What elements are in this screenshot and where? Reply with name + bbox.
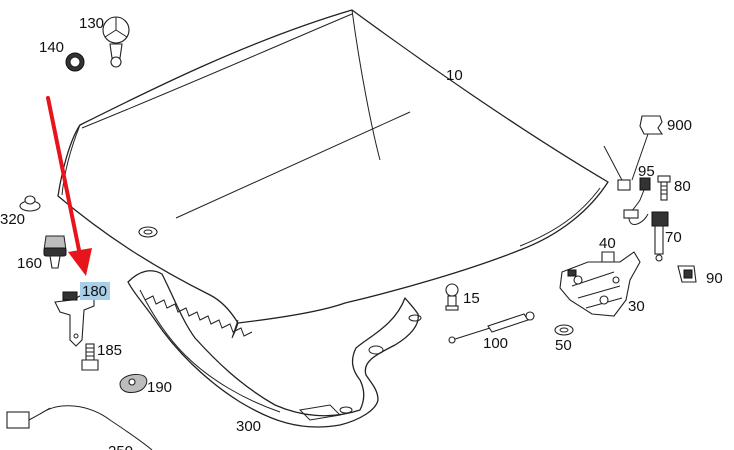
- release-cable: [6, 405, 153, 450]
- label-900: 900: [667, 117, 692, 134]
- nut-50: [554, 324, 574, 336]
- label-160: 160: [17, 255, 42, 272]
- label-190: 190: [147, 379, 172, 396]
- label-50: 50: [555, 337, 572, 354]
- label-95: 95: [638, 163, 655, 180]
- red-pointer-arrow: [46, 96, 92, 276]
- wire-harness-95: [623, 177, 651, 225]
- label-30: 30: [628, 298, 645, 315]
- label-185: 185: [97, 342, 122, 359]
- emblem-ring: [65, 52, 85, 72]
- latch-bracket: [54, 291, 95, 347]
- label-140: 140: [39, 39, 64, 56]
- label-10: 10: [446, 67, 463, 84]
- label-15: 15: [463, 290, 480, 307]
- label-300: 300: [236, 418, 261, 435]
- connector-90: [677, 265, 697, 283]
- star-emblem: [102, 16, 130, 68]
- label-320: 320: [0, 211, 25, 228]
- hood-panel: [57, 9, 609, 339]
- label-40: 40: [599, 235, 616, 252]
- bolt-80: [657, 175, 671, 201]
- cable-tie-900: [603, 115, 664, 191]
- hood-hinge: [559, 251, 641, 317]
- hood-insulation-mat: [127, 270, 422, 428]
- label-180-highlight: [80, 282, 110, 300]
- hood-buffer: [43, 235, 67, 269]
- rubber-bumper: [19, 195, 41, 212]
- ball-stud-15: [445, 283, 459, 311]
- label-70: 70: [665, 229, 682, 246]
- label-100: 100: [483, 335, 508, 352]
- bolt-185: [81, 343, 99, 371]
- label-130: 130: [79, 15, 104, 32]
- label-90: 90: [706, 270, 723, 287]
- label-250: 250: [108, 443, 133, 450]
- label-80: 80: [674, 178, 691, 195]
- gas-strut: [448, 311, 535, 344]
- label-180: 180: [82, 283, 107, 300]
- hood-switch-70: [651, 211, 669, 262]
- clip-190: [119, 373, 148, 393]
